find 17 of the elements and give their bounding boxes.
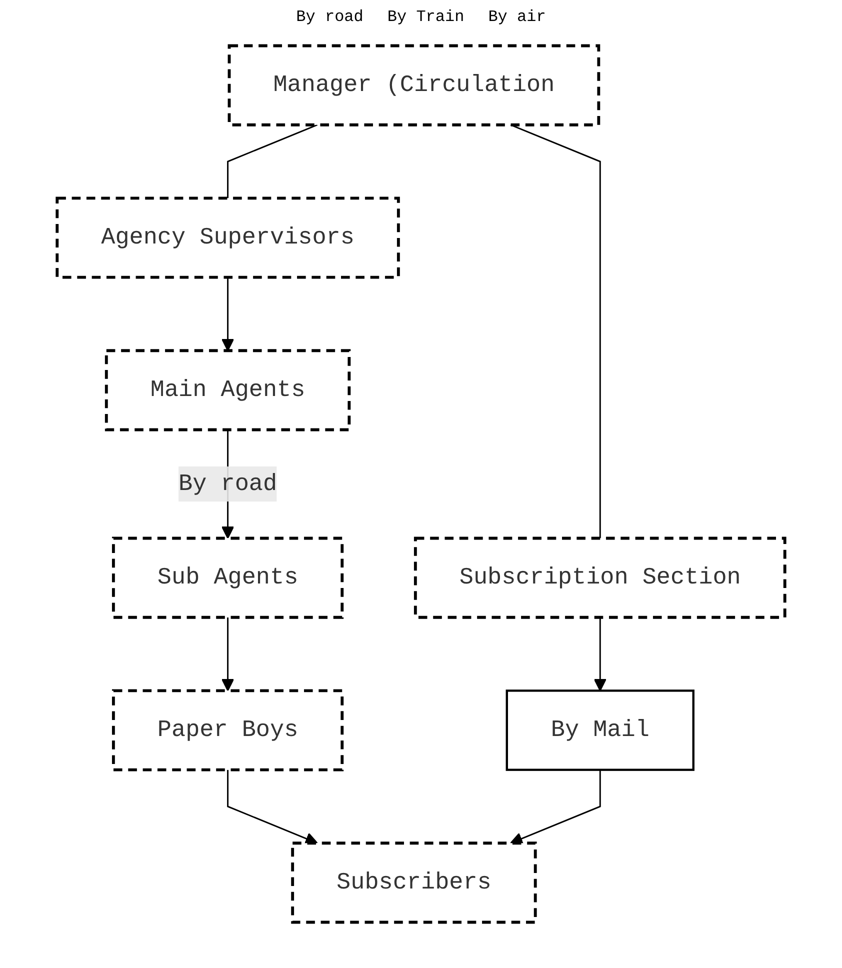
transport-label: By air <box>488 8 546 26</box>
node-box: Subscription Section <box>414 536 786 619</box>
transport-label: By Train <box>387 8 464 26</box>
node-box: Main Agents <box>104 349 351 432</box>
node-box: Subscribers <box>291 842 537 924</box>
node-box: By Mail <box>506 690 694 771</box>
connector <box>227 124 318 198</box>
node-box: Agency Supervisors <box>56 196 400 279</box>
transport-label: By road <box>296 8 364 26</box>
node-box: Sub Agents <box>112 536 344 619</box>
arrow <box>594 617 607 692</box>
connector <box>510 124 601 538</box>
edge-label: By road <box>178 470 278 498</box>
node-box: Manager (Circulation <box>228 44 600 126</box>
node-box: Paper Boys <box>112 689 344 772</box>
arrow <box>221 277 234 352</box>
arrow <box>221 617 234 692</box>
